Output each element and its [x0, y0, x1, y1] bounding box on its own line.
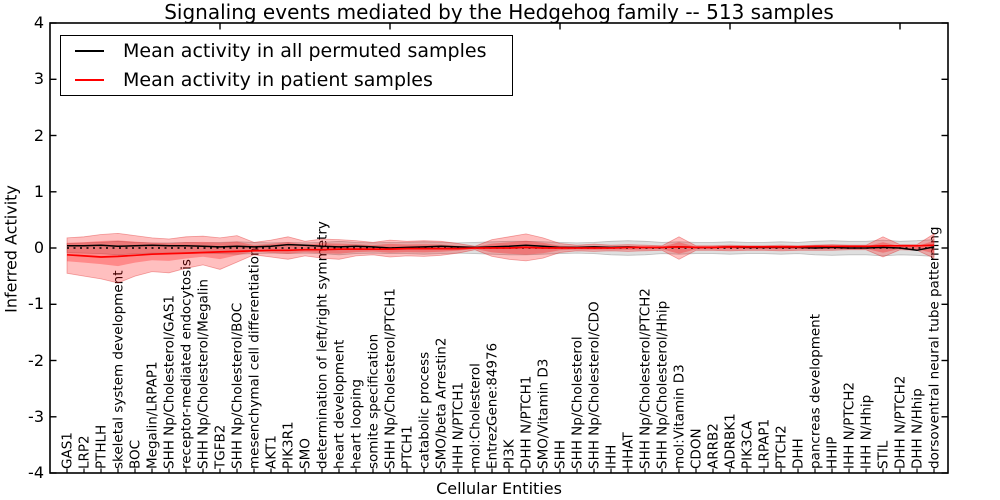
x-tick-label: LRPAP1	[757, 419, 773, 469]
x-tick-label: SMO/beta Arrestin2	[434, 338, 450, 469]
patient-range-band	[66, 232, 935, 284]
x-tick-label: BOC	[128, 440, 144, 469]
y-tick-label: -3	[28, 406, 44, 426]
x-tick-label: SMO/Vitamin D3	[536, 359, 552, 469]
y-tick-label: -2	[28, 350, 44, 370]
legend-item-permuted-label: Mean activity in all permuted samples	[123, 40, 487, 62]
x-tick-label: SHH Np/Cholesterol/Megalin	[196, 279, 212, 469]
x-tick-label: HHIP	[825, 437, 841, 469]
x-tick-label: CDON	[689, 428, 705, 469]
x-tick-label: IHH N/PTCH2	[842, 382, 858, 469]
x-axis-label: Cellular Entities	[436, 479, 562, 498]
x-tick-label: SHH Np/Cholesterol/PTCH1	[383, 288, 399, 469]
y-tick-label: 1	[33, 181, 44, 201]
x-tick-label: SHH Np/Cholesterol/BOC	[230, 303, 246, 469]
x-tick-label: PIK3CA	[740, 420, 756, 469]
x-tick-label: SHH Np/Cholesterol/Hhip	[655, 301, 671, 469]
x-tick-label: SHH Np/Cholesterol/CDO	[587, 301, 603, 469]
y-tick-label: 0	[33, 238, 44, 257]
chart-title: Signaling events mediated by the Hedgeho…	[164, 0, 834, 24]
x-tick-label: GAS1	[60, 432, 76, 469]
x-tick-label: HHAT	[621, 432, 637, 469]
x-tick-label: SHH Np/Cholesterol/PTCH2	[638, 288, 654, 469]
x-tick-label: SHH	[553, 440, 569, 469]
x-tick-label: PIK3R1	[281, 421, 297, 469]
legend-item-patient: Mean activity in patient samples	[61, 66, 512, 95]
x-tick-label: mol:Vitamin D3	[672, 364, 688, 469]
x-tick-label: heart development	[332, 340, 348, 469]
x-tick-label: DHH N/PTCH2	[893, 376, 909, 469]
x-tick-label: SHH Np/Cholesterol	[570, 336, 586, 469]
x-tick-label: dorsoventral neural tube patterning	[927, 227, 943, 469]
x-tick-label: PTCH1	[400, 425, 416, 469]
x-tick-label: STIL	[876, 440, 892, 469]
x-tick-label: LRP2	[77, 435, 93, 469]
x-tick-label: pancreas development	[808, 314, 824, 469]
x-tick-label: SHH Np/Cholesterol/GAS1	[162, 295, 178, 469]
patient-mean-line	[66, 244, 935, 258]
x-tick-label: IHH N/Hhip	[859, 395, 875, 469]
x-tick-label: AKT1	[264, 435, 280, 469]
x-tick-label: determination of left/right symmetry	[315, 221, 331, 469]
y-tick-label: 2	[33, 125, 44, 145]
x-tick-label: receptor-mediated endocytosis	[179, 259, 195, 469]
y-tick-label: -1	[28, 294, 44, 314]
x-tick-label: Megalin/LRPAP1	[145, 361, 161, 469]
x-tick-label: TGFB2	[213, 425, 229, 470]
x-tick-label: mesenchymal cell differentiation	[247, 247, 263, 469]
legend-line-patient-swatch	[75, 79, 104, 81]
x-tick-label: mol:Cholesterol	[468, 363, 484, 469]
y-tick-label: 3	[33, 69, 44, 89]
x-tick-label: heart looping	[349, 379, 365, 469]
legend-item-permuted: Mean activity in all permuted samples	[61, 37, 512, 66]
x-tick-label: skeletal system development	[111, 271, 127, 470]
legend: Mean activity in all permuted samples Me…	[60, 35, 513, 96]
legend-item-patient-label: Mean activity in patient samples	[123, 69, 433, 91]
x-tick-label: IHH	[604, 445, 620, 469]
x-tick-label: ADRBK1	[723, 413, 739, 469]
x-tick-label: somite specification	[366, 334, 382, 469]
x-tick-label: PI3K	[502, 438, 518, 469]
x-tick-label: IHH N/PTCH1	[451, 382, 467, 469]
x-tick-label: catabolic process	[417, 352, 433, 469]
x-tick-label: ARRB2	[706, 423, 722, 469]
x-tick-label: DHH N/PTCH1	[519, 376, 535, 469]
y-tick-label: 4	[33, 13, 44, 32]
x-tick-label: PTHLH	[94, 425, 110, 469]
legend-line-permuted-swatch	[75, 50, 104, 52]
x-tick-label: SMO	[298, 438, 314, 469]
x-tick-label: PTCH2	[774, 425, 790, 469]
x-tick-label: EntrezGene:84976	[485, 343, 501, 469]
x-tick-label: DHH N/Hhip	[910, 388, 926, 469]
y-tick-label: -4	[28, 463, 44, 482]
x-tick-label: DHH	[791, 438, 807, 469]
